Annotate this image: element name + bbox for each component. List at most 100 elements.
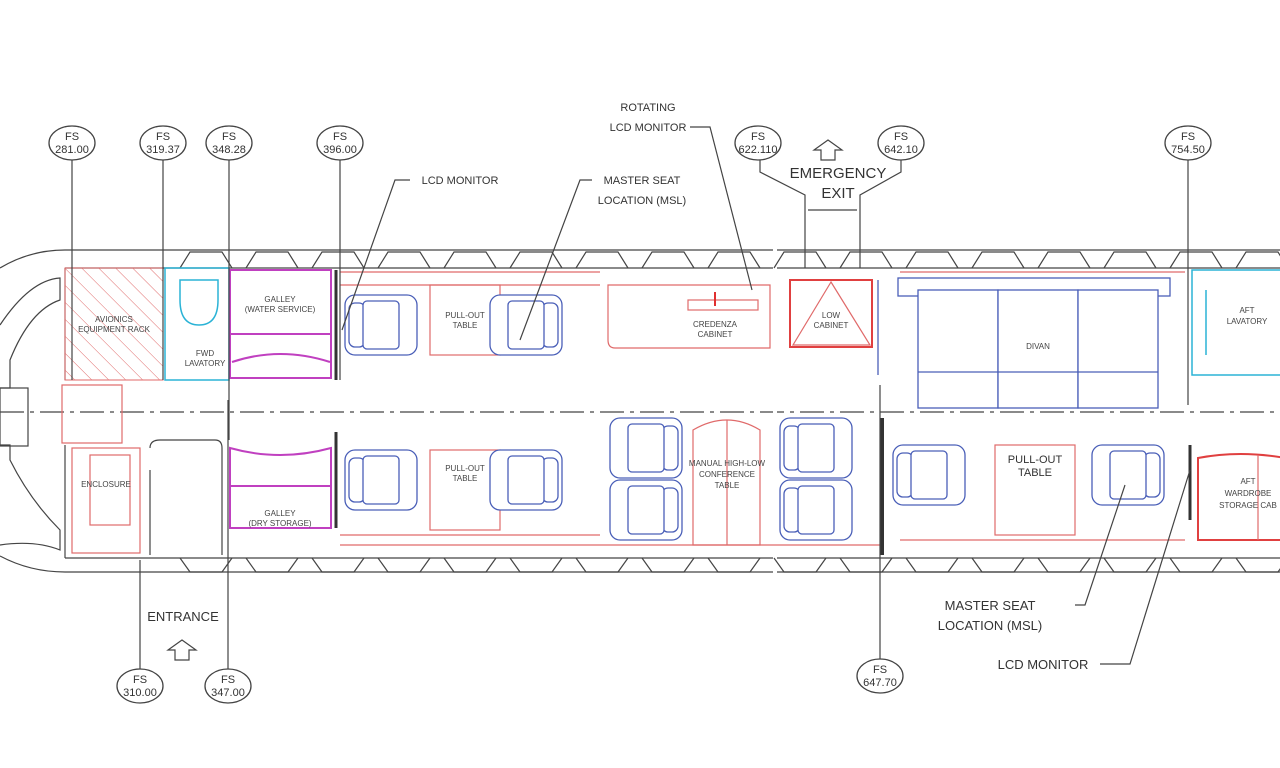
station-value: 310.00 [123, 687, 157, 699]
window-frame [443, 251, 497, 269]
window-frame [773, 251, 827, 269]
galley-water-service [229, 269, 332, 379]
aft-wardrobe-label: AFT [1240, 477, 1255, 486]
avionics-label-2: EQUIPMENT RACK [78, 325, 151, 334]
msl-aft-label-2: LOCATION (MSL) [938, 618, 1043, 633]
conference-label-2: CONFERENCE [699, 470, 755, 479]
msl-fwd-label-2: LOCATION (MSL) [598, 195, 686, 207]
galley-dry-label: GALLEY [264, 509, 296, 518]
station-label: FS [751, 131, 765, 143]
window-frame [509, 251, 563, 269]
window-frame [707, 557, 761, 573]
galley-water-label: GALLEY [264, 295, 296, 304]
pullout-table [994, 444, 1076, 536]
window-frame [641, 251, 695, 269]
galley-water-label-2: (WATER SERVICE) [245, 305, 316, 314]
station-value: 347.00 [211, 687, 245, 699]
pullout-label: PULL-OUT [1008, 454, 1063, 466]
window-frame [245, 557, 299, 573]
station-value: 754.50 [1171, 144, 1205, 156]
window-frame [1037, 557, 1091, 573]
low-cabinet-label: LOW [822, 311, 841, 320]
window-frame [1235, 251, 1280, 269]
seat [609, 479, 683, 541]
enclosure-label: ENCLOSURE [81, 480, 131, 489]
window-frame [839, 251, 893, 269]
credenza-label: CREDENZA [693, 320, 738, 329]
station-label: FS [1181, 131, 1195, 143]
seat [609, 417, 683, 479]
station-label: FS [156, 131, 170, 143]
aft-lav-label: AFT [1239, 306, 1254, 315]
seat [1091, 444, 1165, 506]
window-frame [1235, 557, 1280, 573]
aft-wardrobe [1197, 453, 1280, 541]
station-value: 396.00 [323, 144, 357, 156]
pullout-label: PULL-OUT [445, 311, 485, 320]
window-frame [773, 557, 827, 573]
station-value: 348.28 [212, 144, 246, 156]
entrance-label: ENTRANCE [147, 609, 219, 624]
window-frame [971, 251, 1025, 269]
fwd-lav-label: FWD [196, 349, 214, 358]
msl-aft-label: MASTER SEAT [945, 598, 1036, 613]
window-frame [905, 251, 959, 269]
window-frame [1103, 251, 1157, 269]
window-frame [575, 251, 629, 269]
station-label: FS [873, 664, 887, 676]
fuselage-outline [0, 240, 1280, 580]
seat [344, 294, 418, 356]
window-frame [839, 557, 893, 573]
window-frame [179, 557, 233, 573]
window-frame [707, 251, 761, 269]
fwd-lav-label-2: LAVATORY [185, 359, 226, 368]
window-frame [575, 557, 629, 573]
pullout-label-2: TABLE [1018, 467, 1052, 479]
low-cabinet-label-2: CABINET [814, 321, 849, 330]
emergency-exit-label-2: EXIT [821, 185, 854, 202]
rotating-lcd-label: ROTATING [620, 102, 675, 114]
station-markers: FS281.00FS319.37FS348.28FS396.00FS622.11… [48, 125, 1212, 704]
aft-lav-label-2: LAVATORY [1227, 317, 1268, 326]
msl-fwd-label: MASTER SEAT [604, 175, 681, 187]
avionics-rack [64, 267, 164, 381]
window-frame [311, 251, 365, 269]
callout-lines [166, 126, 1191, 665]
window-frame [311, 557, 365, 573]
station-label: FS [333, 131, 347, 143]
conference-label: MANUAL HIGH-LOW [689, 459, 766, 468]
seat [344, 449, 418, 511]
window-frame [641, 557, 695, 573]
pullout-label: PULL-OUT [445, 464, 485, 473]
divan [877, 277, 1171, 409]
seat [779, 417, 853, 479]
station-value: 622.110 [739, 144, 778, 156]
station-label: FS [65, 131, 79, 143]
station-label: FS [222, 131, 236, 143]
window-frame [1169, 557, 1223, 573]
station-value: 647.70 [863, 677, 897, 689]
pullout-label-2: TABLE [453, 321, 478, 330]
window-frame [443, 557, 497, 573]
window-frame [377, 251, 431, 269]
window-frame [1103, 557, 1157, 573]
window-frame [1037, 251, 1091, 269]
credenza-cabinet [607, 284, 771, 349]
galley-dry-storage [229, 446, 332, 529]
aft-wardrobe-label-3: STORAGE CAB [1219, 501, 1277, 510]
lcd-monitor-aft-label: LCD MONITOR [998, 657, 1089, 672]
pullout-label-2: TABLE [453, 474, 478, 483]
window-frame [245, 251, 299, 269]
station-value: 281.00 [55, 144, 89, 156]
